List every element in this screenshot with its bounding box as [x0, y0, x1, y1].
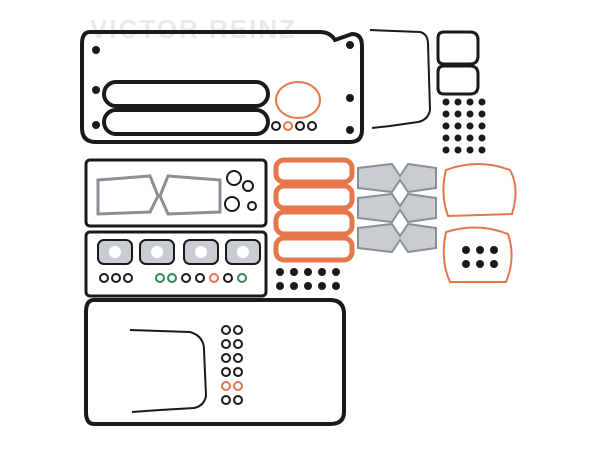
- watermark: VICTOR REINZ: [90, 14, 297, 44]
- valve-cover-gasket-bottom: [84, 298, 346, 426]
- small-orings-top: [271, 121, 317, 131]
- valve-stem-seals: [442, 98, 486, 154]
- manifold-gasket-holes: [109, 246, 249, 258]
- black-orings-mid: [276, 268, 340, 290]
- intake-gaskets: [273, 157, 355, 263]
- bolt-grommets-top: [92, 41, 354, 134]
- exhaust-gasket: [158, 174, 222, 216]
- valve-cover-gasket-top: [80, 30, 364, 144]
- small-orings-mid: [99, 273, 247, 283]
- timing-cover-gasket-lower: [129, 329, 208, 413]
- orings-bottom: [221, 325, 243, 405]
- orange-cover-gasket: [442, 226, 513, 283]
- manifold-gasket-panel: [84, 230, 268, 298]
- spark-plug-seal-strip: [102, 80, 270, 108]
- orange-cover-orings: [462, 246, 498, 268]
- exhaust-gasket: [96, 174, 160, 216]
- timing-cover-gasket: [369, 29, 432, 129]
- orange-cover-gasket: [442, 163, 517, 218]
- steel-exhaust-gaskets: [357, 162, 437, 254]
- spark-plug-seal-strip: [102, 108, 270, 136]
- exhaust-gasket-rings: [224, 170, 257, 212]
- manifold-gaskets: [97, 239, 261, 265]
- thermostat-gasket: [436, 30, 480, 66]
- thermostat-gasket: [436, 64, 480, 96]
- exhaust-gasket-panel: [84, 158, 268, 228]
- large-oring: [275, 81, 321, 119]
